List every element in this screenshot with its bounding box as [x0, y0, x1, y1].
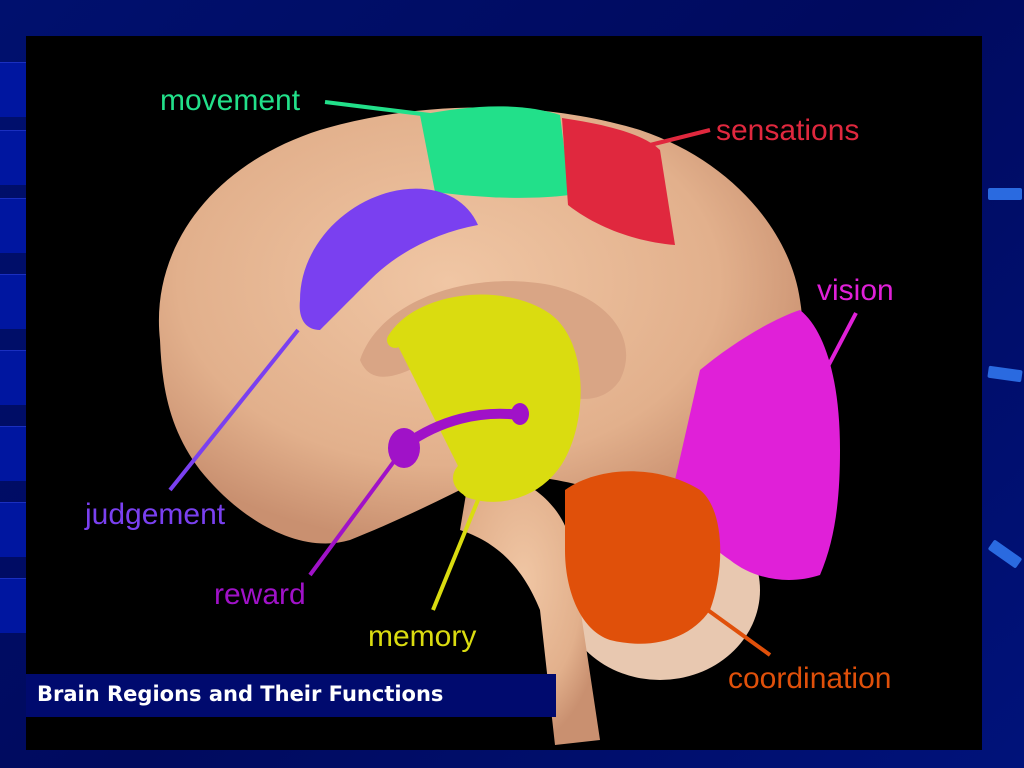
coordination-label: coordination [728, 662, 891, 695]
memory-region-body [453, 456, 513, 500]
sensations-label: sensations [716, 114, 859, 147]
left-stripe-decoration [0, 578, 26, 633]
left-stripe-decoration [0, 274, 26, 329]
memory-pointer [431, 499, 480, 611]
coordination-region [565, 471, 721, 644]
sensations-pointer [649, 128, 711, 147]
memory-region [387, 294, 581, 502]
memory-label: memory [368, 620, 476, 653]
coordination-pointer [703, 606, 772, 657]
movement-pointer [324, 100, 431, 117]
reward-label: reward [214, 578, 306, 611]
left-stripe-decoration [0, 198, 26, 253]
vision-pointer [823, 312, 858, 373]
left-stripe-decoration [0, 426, 26, 481]
vision-region [675, 310, 840, 580]
caption-bar: Brain Regions and Their Functions [26, 674, 556, 717]
judgement-label: judgement [84, 498, 226, 531]
left-stripe-decoration [0, 130, 26, 185]
sensations-region [562, 118, 675, 245]
slide-caption: Brain Regions and Their Functions [37, 682, 444, 706]
reward-node [388, 428, 420, 468]
reward-pointer [308, 458, 397, 577]
vision-label: vision [817, 274, 894, 307]
right-dash-decoration [988, 188, 1022, 200]
reward-node [511, 403, 529, 425]
movement-label: movement [160, 84, 301, 117]
movement-region [420, 106, 570, 198]
left-stripe-decoration [0, 350, 26, 405]
left-stripe-decoration [0, 502, 26, 557]
judgement-region [299, 188, 478, 330]
left-stripe-decoration [0, 62, 26, 117]
judgement-pointer [168, 328, 300, 492]
